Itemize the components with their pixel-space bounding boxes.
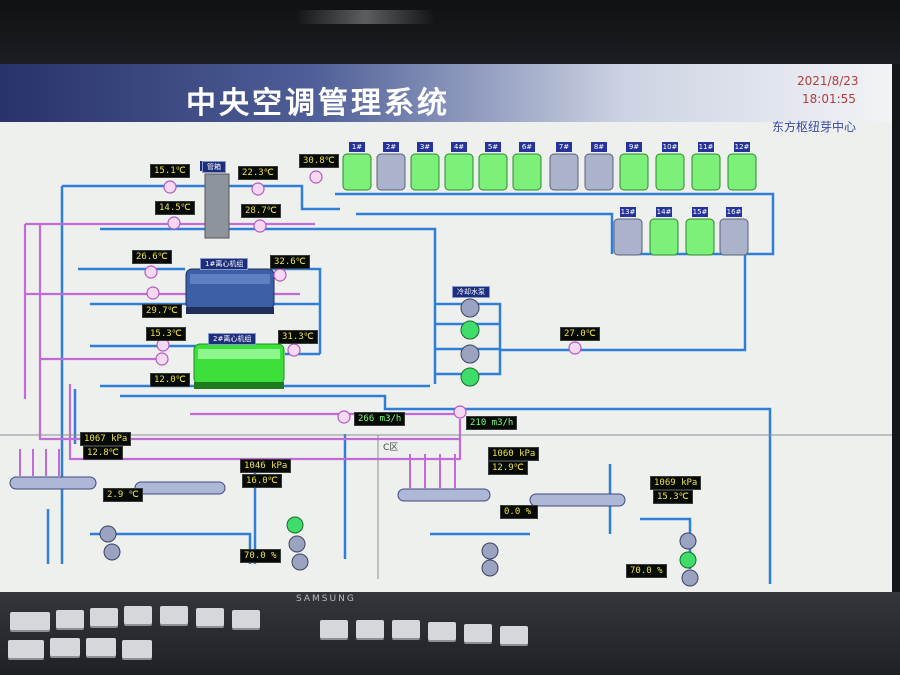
key bbox=[56, 610, 84, 628]
chiller-1-label: 1#离心机组 bbox=[200, 258, 249, 270]
header-tank-label: 管箱 bbox=[202, 161, 226, 173]
temp-readout: 31.3℃ bbox=[278, 330, 318, 344]
lower-feed-lines bbox=[19, 449, 456, 489]
cooling-pumps bbox=[460, 298, 480, 387]
temp-readout: 26.6℃ bbox=[132, 250, 172, 264]
tower-label-9: 9# bbox=[626, 142, 642, 152]
keyboard-brand: SAMSUNG bbox=[296, 594, 356, 604]
zone-label: C区 bbox=[383, 443, 399, 453]
percent-readout: 70.0 % bbox=[626, 564, 667, 578]
temp-readout: 30.8℃ bbox=[299, 154, 339, 168]
tower-label-3: 3# bbox=[417, 142, 433, 152]
key bbox=[320, 620, 348, 638]
monitor-bezel bbox=[0, 0, 900, 64]
tower-label-4: 4# bbox=[451, 142, 467, 152]
temp-readout: 15.3℃ bbox=[146, 327, 186, 341]
chiller-1[interactable] bbox=[185, 268, 275, 314]
pump-group-label: 冷却水泵 bbox=[452, 286, 490, 298]
temp-readout: 22.3℃ bbox=[238, 166, 278, 180]
sensor-points bbox=[144, 170, 582, 424]
flow-readout: 210 m3/h bbox=[466, 416, 518, 430]
pressure-readout: 1069 kPa bbox=[650, 476, 702, 490]
key bbox=[196, 608, 224, 626]
lower-right-equipment bbox=[397, 488, 699, 587]
temp-readout: 14.5℃ bbox=[155, 201, 195, 215]
percent-readout: 70.0 % bbox=[240, 549, 281, 563]
temp-readout: 15.1℃ bbox=[150, 164, 190, 178]
temp-readout: 28.7℃ bbox=[241, 204, 281, 218]
key bbox=[428, 622, 456, 640]
tower-label-11: 11# bbox=[698, 142, 714, 152]
system-diagram bbox=[0, 153, 892, 587]
temp-readout: 32.6℃ bbox=[270, 255, 310, 269]
tower-label-8: 8# bbox=[591, 142, 607, 152]
organization-label: 东方枢纽芽中心 bbox=[772, 120, 857, 134]
header-tank bbox=[204, 173, 230, 239]
date-display: 2021/8/23 bbox=[797, 74, 859, 88]
pressure-readout: 1060 kPa bbox=[488, 447, 540, 461]
time-display: 18:01:55 bbox=[802, 92, 856, 106]
tower-label-10: 10# bbox=[662, 142, 678, 152]
key bbox=[124, 606, 152, 624]
chiller-2[interactable] bbox=[193, 343, 285, 389]
tower-label-5: 5# bbox=[485, 142, 501, 152]
key bbox=[50, 638, 80, 656]
temp-readout: 12.8℃ bbox=[83, 446, 123, 460]
tower-label-16: 16# bbox=[726, 207, 742, 217]
tower-label-14: 14# bbox=[656, 207, 672, 217]
tower-label-7: 7# bbox=[556, 142, 572, 152]
cooling-tower-row-1 bbox=[342, 153, 757, 191]
tower-label-2: 2# bbox=[383, 142, 399, 152]
key bbox=[10, 612, 50, 630]
key bbox=[392, 620, 420, 638]
temp-readout: 29.7℃ bbox=[142, 304, 182, 318]
page-title: 中央空调管理系统 bbox=[186, 86, 450, 121]
key bbox=[232, 610, 260, 628]
ceiling-light-reflection bbox=[295, 10, 435, 24]
key bbox=[500, 626, 528, 644]
lower-left-equipment bbox=[9, 476, 309, 571]
key bbox=[8, 640, 44, 658]
header-bar: 中央空调管理系统 2021/8/23 18:01:55 bbox=[0, 64, 892, 122]
temp-readout: 2.9 ℃ bbox=[103, 488, 143, 502]
tower-label-1: 1# bbox=[349, 142, 365, 152]
tower-label-12: 12# bbox=[734, 142, 750, 152]
cooling-tower-row-2 bbox=[613, 218, 749, 256]
key bbox=[160, 606, 188, 624]
tower-label-13: 13# bbox=[620, 207, 636, 217]
chiller-2-label: 2#离心机组 bbox=[208, 333, 257, 345]
temp-readout: 12.9℃ bbox=[488, 461, 528, 475]
key bbox=[86, 638, 116, 656]
key bbox=[356, 620, 384, 638]
keyboard: SAMSUNG bbox=[0, 592, 900, 675]
flow-readout: 266 m3/h bbox=[354, 412, 406, 426]
key bbox=[464, 624, 492, 642]
tower-label-15: 15# bbox=[692, 207, 708, 217]
key bbox=[90, 608, 118, 626]
temp-readout: 16.0℃ bbox=[242, 474, 282, 488]
percent-readout: 0.0 % bbox=[500, 505, 538, 519]
temp-readout: 12.0℃ bbox=[150, 373, 190, 387]
temp-readout: 27.0℃ bbox=[560, 327, 600, 341]
tower-label-6: 6# bbox=[519, 142, 535, 152]
pressure-readout: 1067 kPa bbox=[80, 432, 132, 446]
pressure-readout: 1046 kPa bbox=[240, 459, 292, 473]
hvac-screen: 中央空调管理系统 2021/8/23 18:01:55 东方枢纽芽中心 bbox=[0, 64, 892, 592]
temp-readout: 15.3℃ bbox=[653, 490, 693, 504]
key bbox=[122, 640, 152, 658]
